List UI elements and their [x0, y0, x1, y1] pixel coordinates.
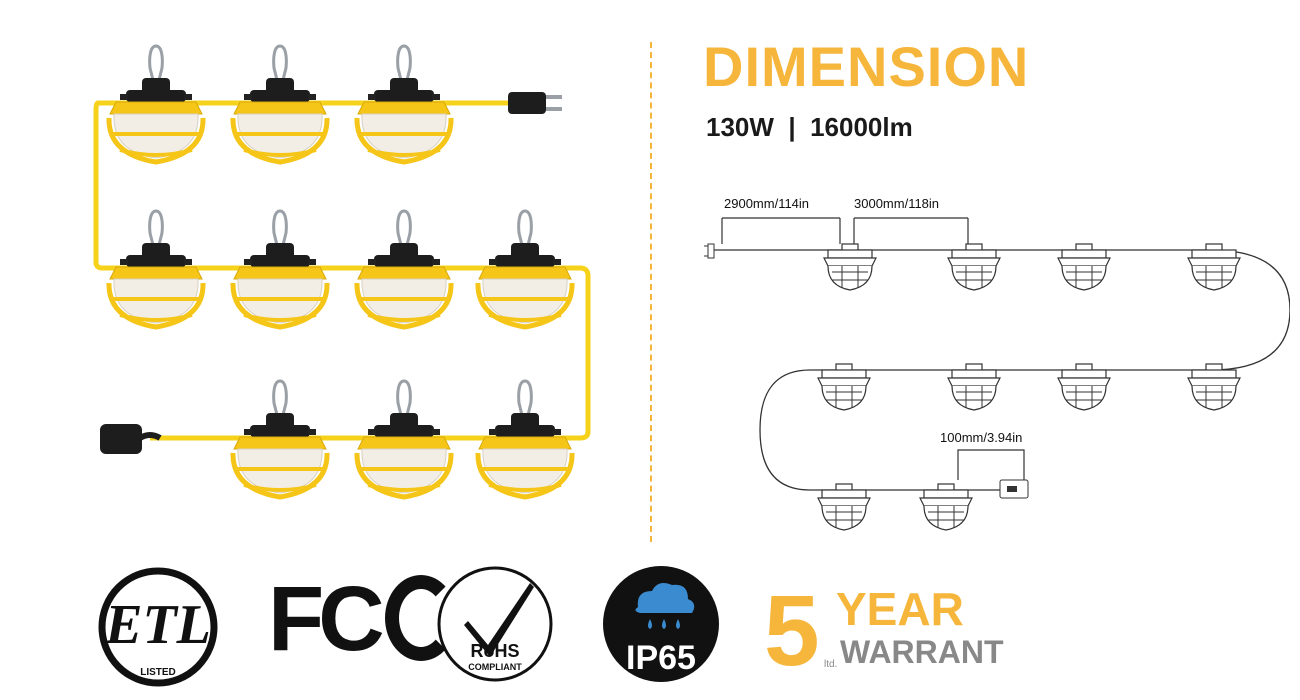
lamp	[109, 211, 203, 327]
dimension-diagram: 2900mm/114in 3000mm/118in 100mm/3.94in	[700, 180, 1291, 540]
end-lead-label: 100mm/3.94in	[940, 430, 1022, 445]
svg-text:LISTED: LISTED	[140, 667, 176, 678]
diagram-lamp	[1057, 243, 1111, 291]
socket-icon	[100, 424, 162, 454]
cable	[93, 100, 591, 441]
certification-badges: ETL LISTED C FC RoHS COMPLIANT IP65 5 YE…	[0, 555, 1300, 700]
svg-text:C: C	[186, 607, 191, 613]
diagram-lamp	[817, 483, 871, 531]
diagram-lamp	[947, 243, 1001, 291]
lamp	[109, 46, 203, 162]
plug-icon	[508, 92, 562, 114]
svg-text:5: 5	[764, 575, 820, 685]
rohs-compliant-logo: RoHS COMPLIANT	[437, 566, 553, 682]
svg-text:ltd.: ltd.	[824, 659, 837, 670]
spacing-label: 3000mm/118in	[854, 196, 939, 211]
lamp	[357, 381, 451, 497]
lamp	[357, 46, 451, 162]
page-title: DIMENSION	[703, 35, 1030, 98]
diagram-lamp	[1057, 363, 1111, 411]
lamp	[233, 211, 327, 327]
svg-text:RoHS: RoHS	[471, 641, 520, 661]
lamp	[478, 381, 572, 497]
cloud-icon	[635, 583, 695, 613]
lamp	[357, 211, 451, 327]
svg-text:COMPLIANT: COMPLIANT	[468, 662, 522, 672]
svg-text:ETL: ETL	[104, 594, 211, 656]
ip65-logo: IP65	[603, 566, 719, 682]
diagram-lamp	[817, 363, 871, 411]
diagram-lamp	[919, 483, 973, 531]
svg-text:IP65: IP65	[626, 639, 696, 677]
svg-text:YEAR: YEAR	[836, 583, 964, 635]
lamp	[233, 381, 327, 497]
diagram-lamp	[1187, 243, 1241, 291]
diagram-lamp	[1187, 363, 1241, 411]
lamp	[478, 211, 572, 327]
diagram-lamp	[823, 243, 877, 291]
diagram-plug-icon	[704, 243, 715, 259]
diagram-lamp	[947, 363, 1001, 411]
warranty-badge: 5 YEAR ltd. WARRANTY	[764, 575, 1004, 685]
product-illustration	[0, 0, 650, 555]
diagram-socket-icon	[999, 479, 1029, 499]
section-divider	[650, 42, 652, 542]
power-spec: 130W | 16000lm	[706, 112, 913, 142]
lead-length-label: 2900mm/114in	[724, 196, 809, 211]
lamp	[233, 46, 327, 162]
string-light-illustration	[93, 0, 591, 555]
etl-listed-logo: ETL LISTED C	[98, 567, 218, 687]
fcc-logo: FC	[268, 567, 457, 672]
svg-text:WARRANTY: WARRANTY	[840, 634, 1004, 670]
